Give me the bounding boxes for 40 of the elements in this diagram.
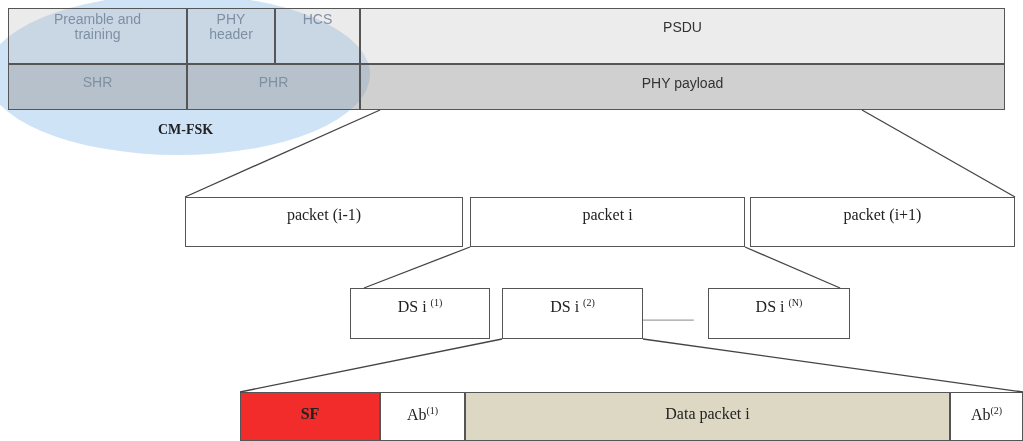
field-label: packet (i-1) (286, 206, 362, 224)
field-label: packet i (582, 206, 633, 224)
frame-field (360, 64, 1005, 110)
field-label: DS i $^{(N)}$ (755, 297, 803, 317)
field-label: Ab$^{(2)}$ (970, 405, 1003, 425)
field-label: PHY payload (641, 75, 724, 91)
field-box (380, 392, 465, 441)
field-label: packet (i+1) (843, 206, 922, 224)
expansion-line (861, 109, 1016, 198)
segment-box (708, 288, 850, 339)
field-label: PHY header (208, 12, 254, 43)
expansion-line (239, 338, 503, 393)
header-field (187, 8, 275, 64)
packet-box (470, 197, 745, 247)
header-field (8, 8, 187, 64)
header-field (275, 8, 360, 64)
field-label: PSDU (663, 19, 702, 35)
segment-box (350, 288, 490, 339)
field-label: Data packet i (665, 405, 750, 423)
field-label: Preamble and training (52, 12, 143, 43)
field-label: Ab$^{(1)}$ (406, 405, 439, 425)
field-box (950, 392, 1023, 441)
field-label: SF (300, 405, 320, 423)
frame-field (360, 8, 1005, 64)
segment-box (502, 288, 643, 339)
modulation-label: CM-FSK (158, 122, 214, 138)
expansion-line (744, 246, 841, 289)
field-label: DS i $^{(2)}$ (550, 297, 595, 317)
header-field (8, 64, 187, 110)
packet-box (750, 197, 1015, 247)
field-label: HCS (302, 12, 333, 28)
sync-field (240, 392, 380, 441)
expansion-line (363, 246, 471, 289)
packet-box (185, 197, 463, 247)
expansion-line (184, 109, 381, 198)
header-field (187, 64, 360, 110)
field-label: DS i $^{(1)}$ (397, 297, 443, 317)
expansion-line (642, 338, 1023, 393)
data-field (465, 392, 950, 441)
expansion-line (642, 319, 695, 321)
